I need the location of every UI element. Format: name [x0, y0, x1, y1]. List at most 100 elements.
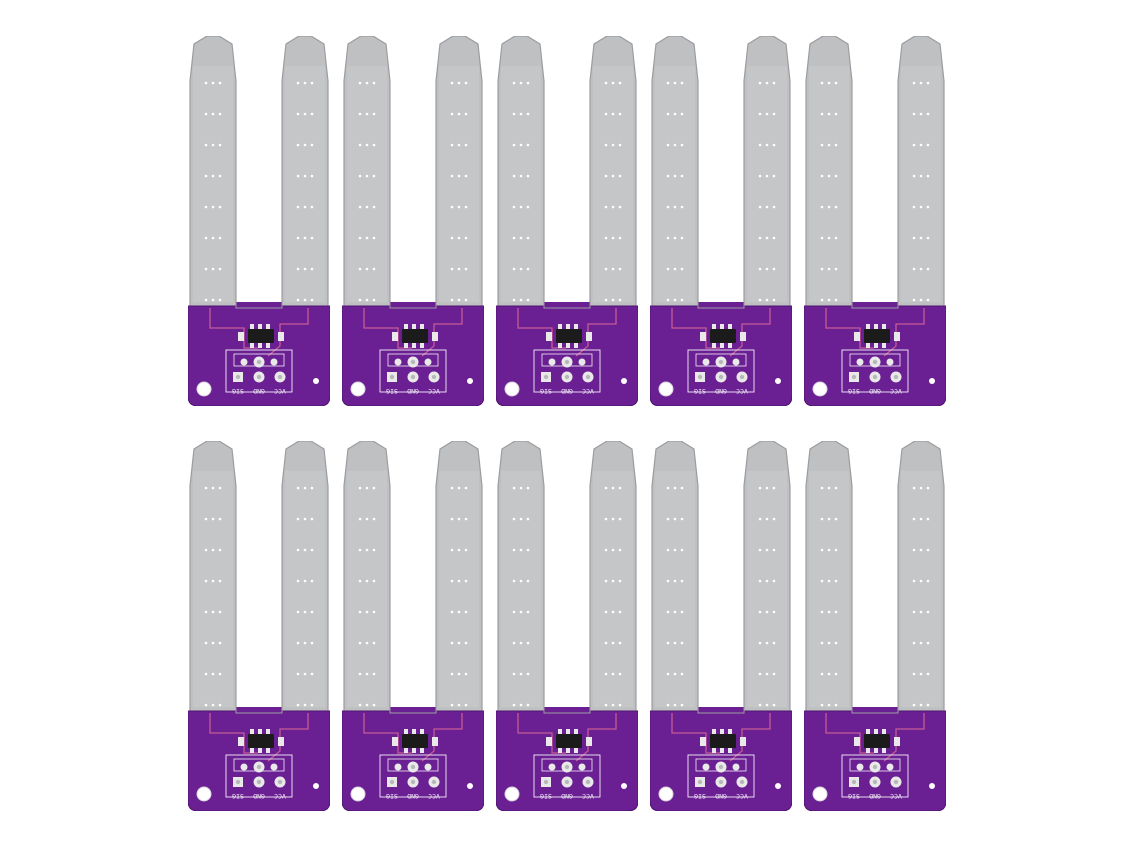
mounting-hole	[775, 783, 781, 789]
right-probe	[743, 441, 791, 714]
pin-label-vcc: VCC	[428, 792, 440, 800]
sensor-board-graphic: SIG GND VCC	[496, 441, 638, 811]
pin-label-vcc: VCC	[274, 792, 286, 800]
pin-label-sig: SIG	[386, 387, 398, 395]
mounting-hole	[812, 786, 828, 802]
soil-moisture-sensor: SIG GND VCC	[342, 441, 484, 811]
pin-label-vcc: VCC	[582, 792, 594, 800]
pin-label-gnd: GND	[715, 792, 727, 800]
header-pads	[541, 761, 594, 788]
left-probe	[343, 441, 391, 714]
sensor-board-graphic: SIG GND VCC	[188, 36, 330, 406]
left-probe	[189, 441, 237, 714]
soil-moisture-sensor: SIG GND VCC	[804, 441, 946, 811]
mounting-hole	[467, 783, 473, 789]
mounting-hole	[929, 783, 935, 789]
pin-label-vcc: VCC	[736, 792, 748, 800]
comparator-chip	[854, 324, 900, 348]
pcb-body: SIG GND VCC	[804, 302, 946, 406]
left-probe	[651, 441, 699, 714]
header-pads	[387, 356, 440, 383]
pcb-body: SIG GND VCC	[496, 707, 638, 811]
mounting-hole	[313, 378, 319, 384]
right-probe	[743, 36, 791, 309]
pin-label-gnd: GND	[715, 387, 727, 395]
pcb-body: SIG GND VCC	[650, 707, 792, 811]
pin-label-sig: SIG	[848, 387, 860, 395]
mounting-hole	[658, 786, 674, 802]
pin-label-sig: SIG	[848, 792, 860, 800]
sensor-board-graphic: SIG GND VCC	[804, 36, 946, 406]
mounting-hole	[658, 381, 674, 397]
mounting-hole	[929, 378, 935, 384]
right-probe	[589, 36, 637, 309]
soil-moisture-sensor: SIG GND VCC	[188, 441, 330, 811]
left-probe	[189, 36, 237, 309]
pin-label-gnd: GND	[869, 792, 881, 800]
comparator-chip	[700, 729, 746, 753]
right-probe	[281, 441, 329, 714]
right-probe	[435, 441, 483, 714]
left-probe	[343, 36, 391, 309]
soil-moisture-sensor: SIG GND VCC	[496, 441, 638, 811]
mounting-hole	[196, 786, 212, 802]
right-probe	[897, 36, 945, 309]
pin-label-gnd: GND	[561, 792, 573, 800]
comparator-chip	[546, 729, 592, 753]
header-pads	[849, 761, 902, 788]
left-probe	[805, 36, 853, 309]
left-probe	[805, 441, 853, 714]
mounting-hole	[504, 381, 520, 397]
header-pads	[233, 761, 286, 788]
mounting-hole	[812, 381, 828, 397]
right-probe	[435, 36, 483, 309]
pin-label-sig: SIG	[540, 792, 552, 800]
comparator-chip	[392, 729, 438, 753]
pin-label-sig: SIG	[694, 387, 706, 395]
header-pads	[541, 356, 594, 383]
comparator-chip	[854, 729, 900, 753]
mounting-hole	[467, 378, 473, 384]
header-pads	[387, 761, 440, 788]
pin-label-vcc: VCC	[890, 387, 902, 395]
pin-label-sig: SIG	[232, 792, 244, 800]
comparator-chip	[392, 324, 438, 348]
mounting-hole	[621, 783, 627, 789]
comparator-chip	[546, 324, 592, 348]
mounting-hole	[775, 378, 781, 384]
mounting-hole	[504, 786, 520, 802]
soil-moisture-sensor: SIG GND VCC	[804, 36, 946, 406]
pin-label-gnd: GND	[253, 387, 265, 395]
left-probe	[497, 36, 545, 309]
pcb-body: SIG GND VCC	[804, 707, 946, 811]
mounting-hole	[313, 783, 319, 789]
pin-label-sig: SIG	[232, 387, 244, 395]
pin-label-vcc: VCC	[428, 387, 440, 395]
pcb-body: SIG GND VCC	[342, 707, 484, 811]
right-probe	[281, 36, 329, 309]
pin-label-gnd: GND	[869, 387, 881, 395]
comparator-chip	[238, 729, 284, 753]
mounting-hole	[621, 378, 627, 384]
left-probe	[497, 441, 545, 714]
pin-label-sig: SIG	[386, 792, 398, 800]
pin-label-gnd: GND	[407, 792, 419, 800]
pin-label-vcc: VCC	[274, 387, 286, 395]
soil-moisture-sensor: SIG GND VCC	[650, 441, 792, 811]
header-pads	[849, 356, 902, 383]
pcb-body: SIG GND VCC	[188, 707, 330, 811]
pin-label-sig: SIG	[694, 792, 706, 800]
header-pads	[233, 356, 286, 383]
pin-label-gnd: GND	[253, 792, 265, 800]
header-pads	[695, 761, 748, 788]
right-probe	[897, 441, 945, 714]
pin-label-vcc: VCC	[890, 792, 902, 800]
pin-label-vcc: VCC	[582, 387, 594, 395]
pin-label-gnd: GND	[561, 387, 573, 395]
